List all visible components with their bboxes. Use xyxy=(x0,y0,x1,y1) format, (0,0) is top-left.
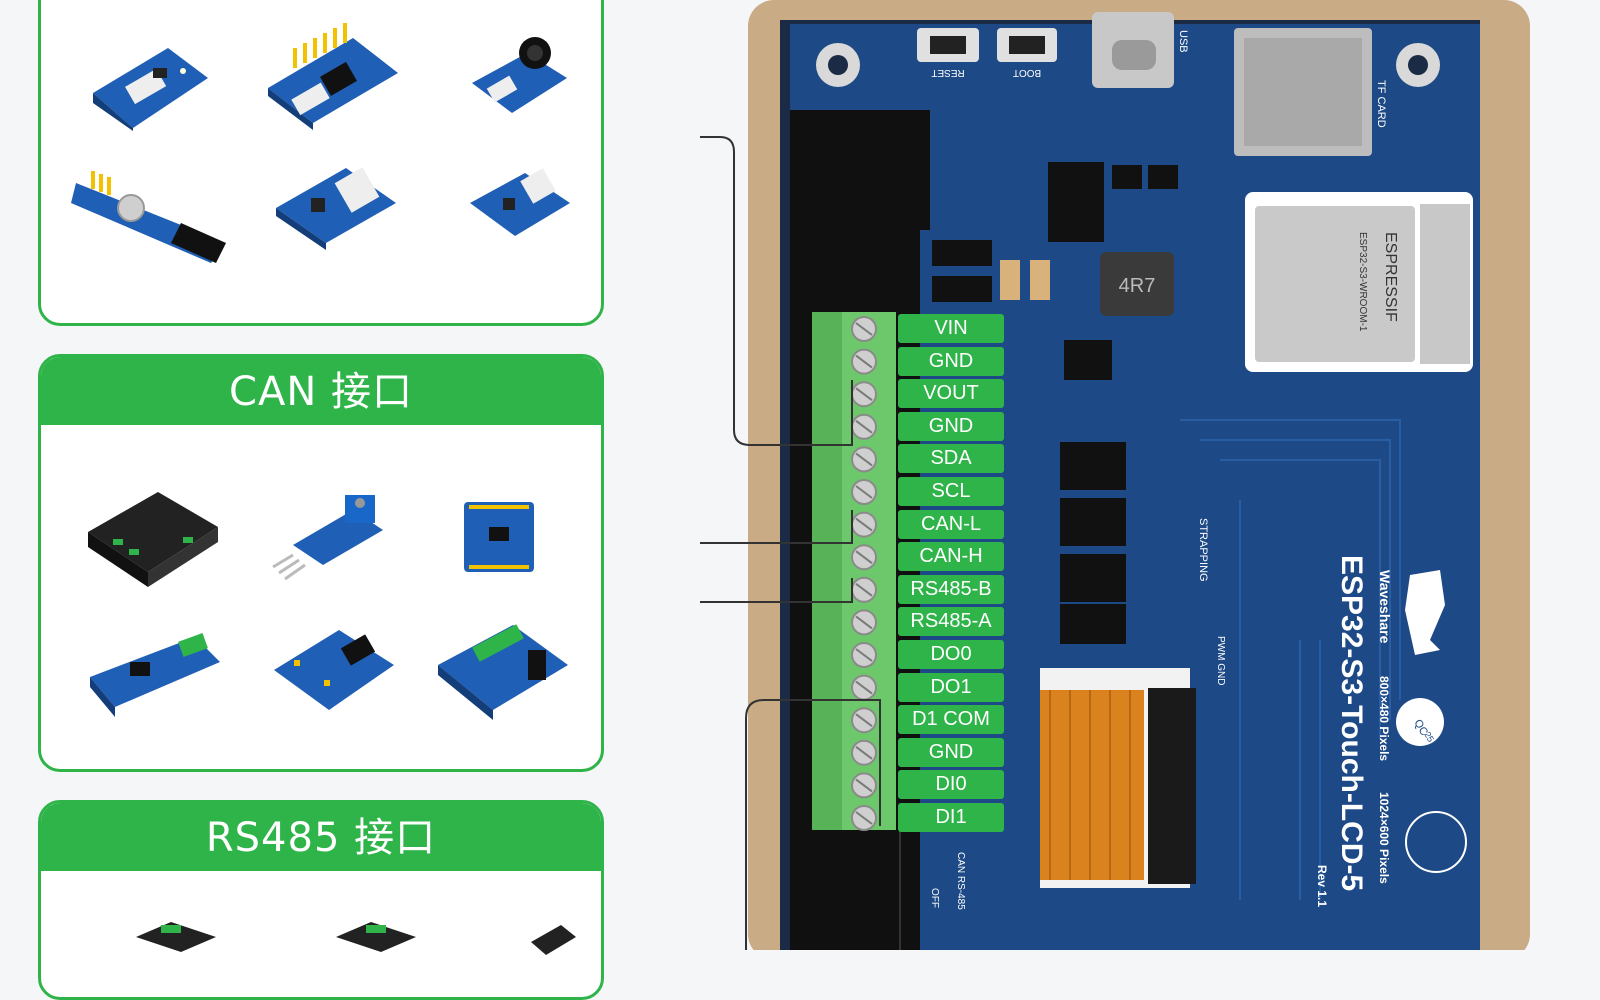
pin-label: CAN-L xyxy=(898,509,1004,539)
off-label: OFF xyxy=(929,888,940,908)
terminal-screw-slot xyxy=(855,387,873,402)
terminal-screw-slot xyxy=(855,322,873,336)
sensor-module-3 xyxy=(472,37,567,113)
boot-label: BOOT xyxy=(1013,67,1041,78)
pin-label: VIN xyxy=(898,314,1004,343)
pin-label: DO1 xyxy=(898,672,1004,702)
board-name: ESP32-S3-Touch-LCD-5 xyxy=(1335,555,1368,891)
terminal-screw-slot xyxy=(855,680,873,695)
rs485-interface-panel: RS485 接口 xyxy=(38,800,604,1000)
terminal-screw-slot xyxy=(855,745,873,760)
pwm-gnd-label: PWM GND xyxy=(1215,636,1226,685)
pin-label: GND xyxy=(898,411,1004,441)
can-module-4 xyxy=(90,633,220,717)
can-module-3 xyxy=(464,502,534,572)
pin-label: GND xyxy=(898,737,1004,767)
inductor-label: 4R7 xyxy=(1119,275,1156,297)
usb-label: USB xyxy=(1177,30,1189,53)
optocouplers xyxy=(1060,442,1126,644)
pin-label: DO0 xyxy=(898,640,1004,669)
qc-number: 25 xyxy=(1422,730,1436,744)
pin-label: DI1 xyxy=(898,803,1004,832)
pin-label: GND xyxy=(898,346,1004,376)
terminal-screw-slot xyxy=(855,713,873,728)
pin-label: SDA xyxy=(898,444,1004,474)
can-module-5 xyxy=(274,630,394,710)
can-panel-title: CAN 接口 xyxy=(41,357,601,425)
terminal-screw-slot xyxy=(855,485,873,499)
terminal-screw-slot xyxy=(855,648,873,662)
sensor-module-2 xyxy=(268,23,398,130)
module-brand: ESPRESSIF xyxy=(1382,232,1399,322)
resolution-800: 800×480 Pixels xyxy=(1377,676,1391,761)
can-modules-grid xyxy=(41,425,601,769)
terminal-screw-slot xyxy=(855,615,873,630)
inductor xyxy=(1100,252,1174,316)
can-rs485-switch-label: CAN RS-485 xyxy=(955,852,966,910)
brand-name: Waveshare xyxy=(1377,570,1393,644)
rs485-panel-title: RS485 接口 xyxy=(41,803,601,871)
reset-label: RESET xyxy=(931,67,964,78)
terminal-screw-slot xyxy=(855,452,873,467)
can-module-6 xyxy=(438,624,568,720)
pin-label: SCL xyxy=(898,477,1004,506)
sensor-module-5 xyxy=(276,167,396,250)
can-module-2 xyxy=(272,495,383,581)
revision-label: Rev 1.1 xyxy=(1315,865,1329,907)
pin-label: D1 COM xyxy=(898,705,1004,735)
pin-label: RS485-A xyxy=(898,607,1004,637)
terminal-screws xyxy=(851,316,877,831)
terminal-screw-slot xyxy=(855,419,873,434)
rs485-module-3 xyxy=(531,925,576,955)
pin-label: VOUT xyxy=(898,379,1004,409)
qc-sticker xyxy=(1396,698,1444,746)
sensor-module-6 xyxy=(470,168,570,236)
sensor-modules-grid xyxy=(41,0,601,323)
terminal-screw-slot xyxy=(855,550,873,565)
waveshare-logo xyxy=(1405,570,1445,655)
can-module-1 xyxy=(88,492,218,587)
resolution-1024: 1024×600 Pixels xyxy=(1377,792,1391,884)
pin-label: CAN-H xyxy=(898,542,1004,572)
terminal-screw-slot xyxy=(855,517,873,532)
can-interface-panel: CAN 接口 xyxy=(38,354,604,772)
pin-label: RS485-B xyxy=(898,574,1004,604)
rs485-module-1 xyxy=(136,922,216,952)
sensor-module-4 xyxy=(71,171,226,263)
sensor-modules-panel xyxy=(38,0,604,326)
board-illustration: RESET BOOT USB TF CARD 4R7 ESPRESSIF ESP… xyxy=(700,0,1530,950)
terminal-screw-slot xyxy=(855,354,873,369)
module-model: ESP32-S3-WROOM-1 xyxy=(1357,232,1368,332)
rs485-modules-grid xyxy=(41,871,601,997)
pin-label: DI0 xyxy=(898,770,1004,800)
sensor-module-1 xyxy=(93,48,208,131)
strapping-label: STRAPPING xyxy=(1197,518,1209,582)
rs485-module-2 xyxy=(336,922,416,952)
terminal-screw-slot xyxy=(855,811,873,825)
fpc-ribbon xyxy=(1040,690,1144,880)
tf-card-label: TF CARD xyxy=(1375,80,1387,128)
terminal-screw-slot xyxy=(855,582,873,597)
connector-lines xyxy=(700,136,901,950)
terminal-screw-slot xyxy=(855,778,873,793)
